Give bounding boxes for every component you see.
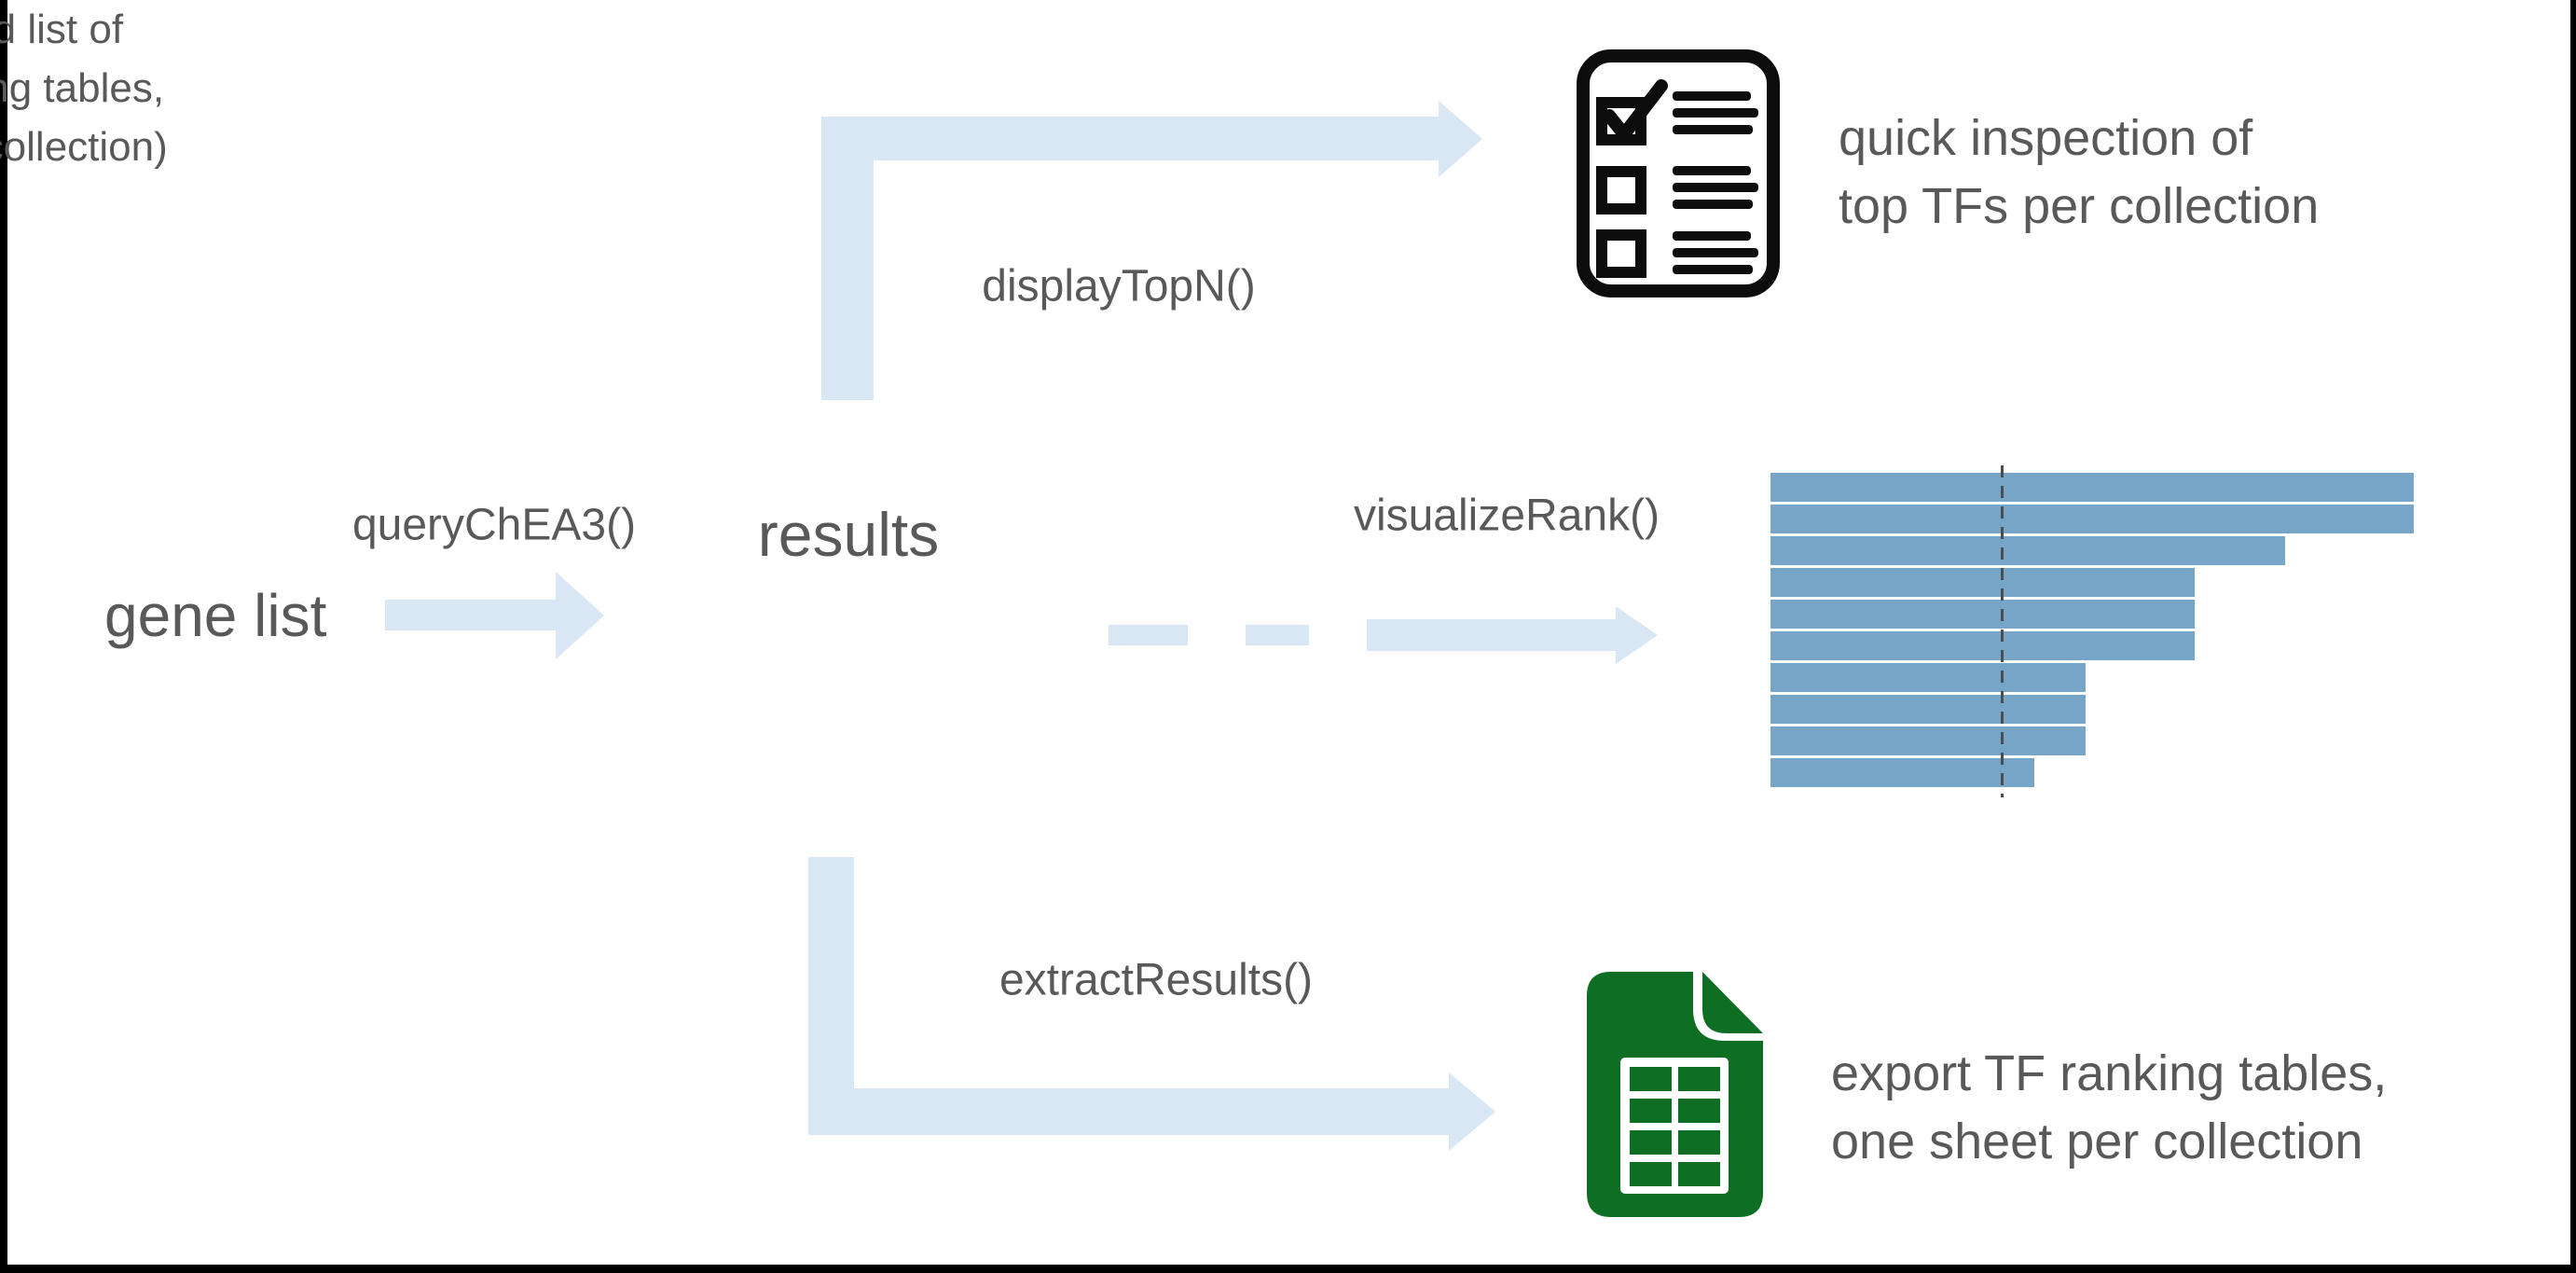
rank-bar <box>1770 600 2195 629</box>
display-arrow-horizontal <box>821 117 1439 160</box>
rank-bar <box>1770 758 2034 787</box>
spreadsheet-icon <box>1585 972 1765 1219</box>
query-function-label: queryChEA3() <box>351 500 637 550</box>
rank-bar <box>1770 726 2086 755</box>
rank-bar <box>1770 631 2195 660</box>
rank-bar <box>1770 505 2414 533</box>
results-node-subtitle: (named list of TF ranking tables, one pe… <box>0 0 1288 176</box>
display-arrow-head-icon <box>1439 101 1482 177</box>
results-subtitle-line-1: (named list of <box>0 7 124 52</box>
visualize-arrow-body <box>1367 619 1616 651</box>
inspection-caption-line-2: top TFs per collection <box>1839 178 2320 234</box>
rank-bar <box>1770 536 2285 565</box>
inspection-caption: quick inspection of top TFs per collecti… <box>1839 104 2319 241</box>
rank-bar <box>1770 568 2195 597</box>
extract-arrow-head-icon <box>1449 1072 1495 1151</box>
query-arrow <box>385 600 556 630</box>
rank-bar-chart <box>1770 473 2423 795</box>
frame-edge-bottom <box>0 1265 2576 1273</box>
visualize-arrow-dash <box>1246 625 1309 645</box>
rank-bar <box>1770 663 2086 692</box>
visualize-arrow-dash <box>1109 625 1188 645</box>
gene-list-node: gene list <box>104 582 327 649</box>
results-subtitle-line-2: TF ranking tables, <box>0 65 165 111</box>
inspection-caption-line-1: quick inspection of <box>1839 110 2253 166</box>
visualize-function-label: visualizeRank() <box>1353 491 1660 541</box>
display-function-label: displayTopN() <box>982 261 1256 311</box>
visualize-arrow-head-icon <box>1616 606 1658 664</box>
export-caption-line-2: one sheet per collection <box>1831 1114 2363 1169</box>
results-node-title: results <box>757 500 940 569</box>
query-arrow-head-icon <box>556 572 604 659</box>
rank-chart-reference-line <box>2001 465 2004 797</box>
results-subtitle-line-3: one per collection) <box>0 124 168 170</box>
frame-edge-right <box>2570 0 2576 1273</box>
export-caption: export TF ranking tables, one sheet per … <box>1831 1040 2387 1176</box>
extract-function-label: extractResults() <box>999 955 1314 1005</box>
checklist-icon <box>1576 48 1781 298</box>
frame-edge-left <box>0 0 7 1273</box>
rank-bar <box>1770 695 2086 724</box>
rank-bar <box>1770 473 2414 502</box>
export-caption-line-1: export TF ranking tables, <box>1831 1045 2388 1101</box>
extract-arrow-horizontal <box>808 1088 1449 1135</box>
display-arrow-vertical <box>821 117 874 400</box>
